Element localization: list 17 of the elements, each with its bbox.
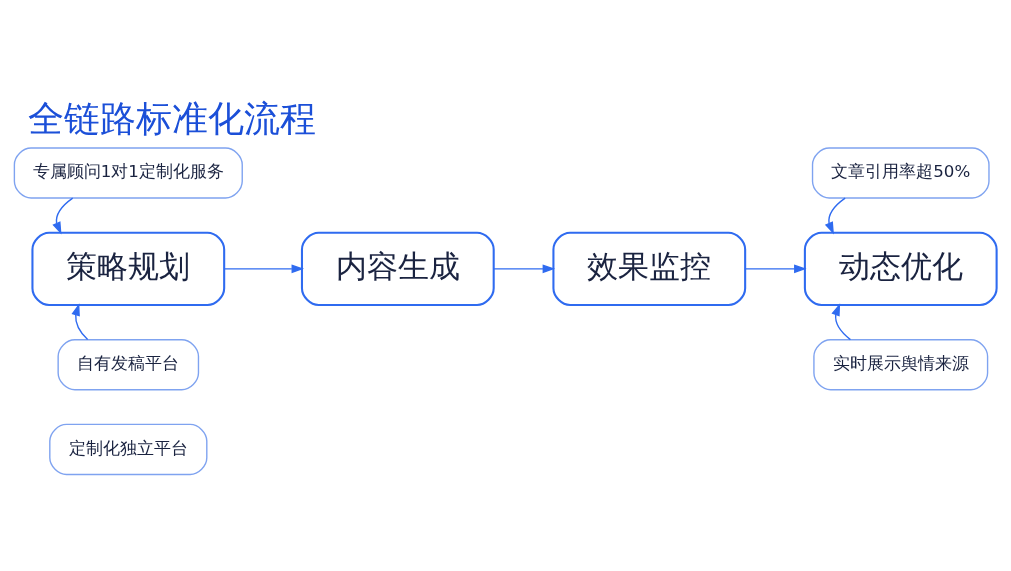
node-box: 专属顾问1对1定制化服务 [13, 147, 243, 199]
arrow [831, 303, 852, 341]
node-box: 效果监控 [552, 231, 747, 306]
node-box: 文章引用率超50% [811, 147, 990, 199]
node-box: 策略规划 [31, 231, 226, 306]
node-box: 定制化独立平台 [49, 423, 208, 476]
arrow [744, 264, 807, 274]
arrow [493, 264, 556, 274]
diagram-title: 全链路标准化流程 [28, 97, 317, 141]
node-box: 自有发稿平台 [57, 339, 200, 391]
arrow [223, 264, 305, 274]
arrow [52, 197, 74, 235]
arrow [71, 303, 89, 341]
arrow [824, 197, 846, 235]
node-box: 内容生成 [300, 231, 495, 306]
node-box: 实时展示舆情来源 [813, 339, 989, 391]
node-box: 动态优化 [803, 231, 998, 306]
